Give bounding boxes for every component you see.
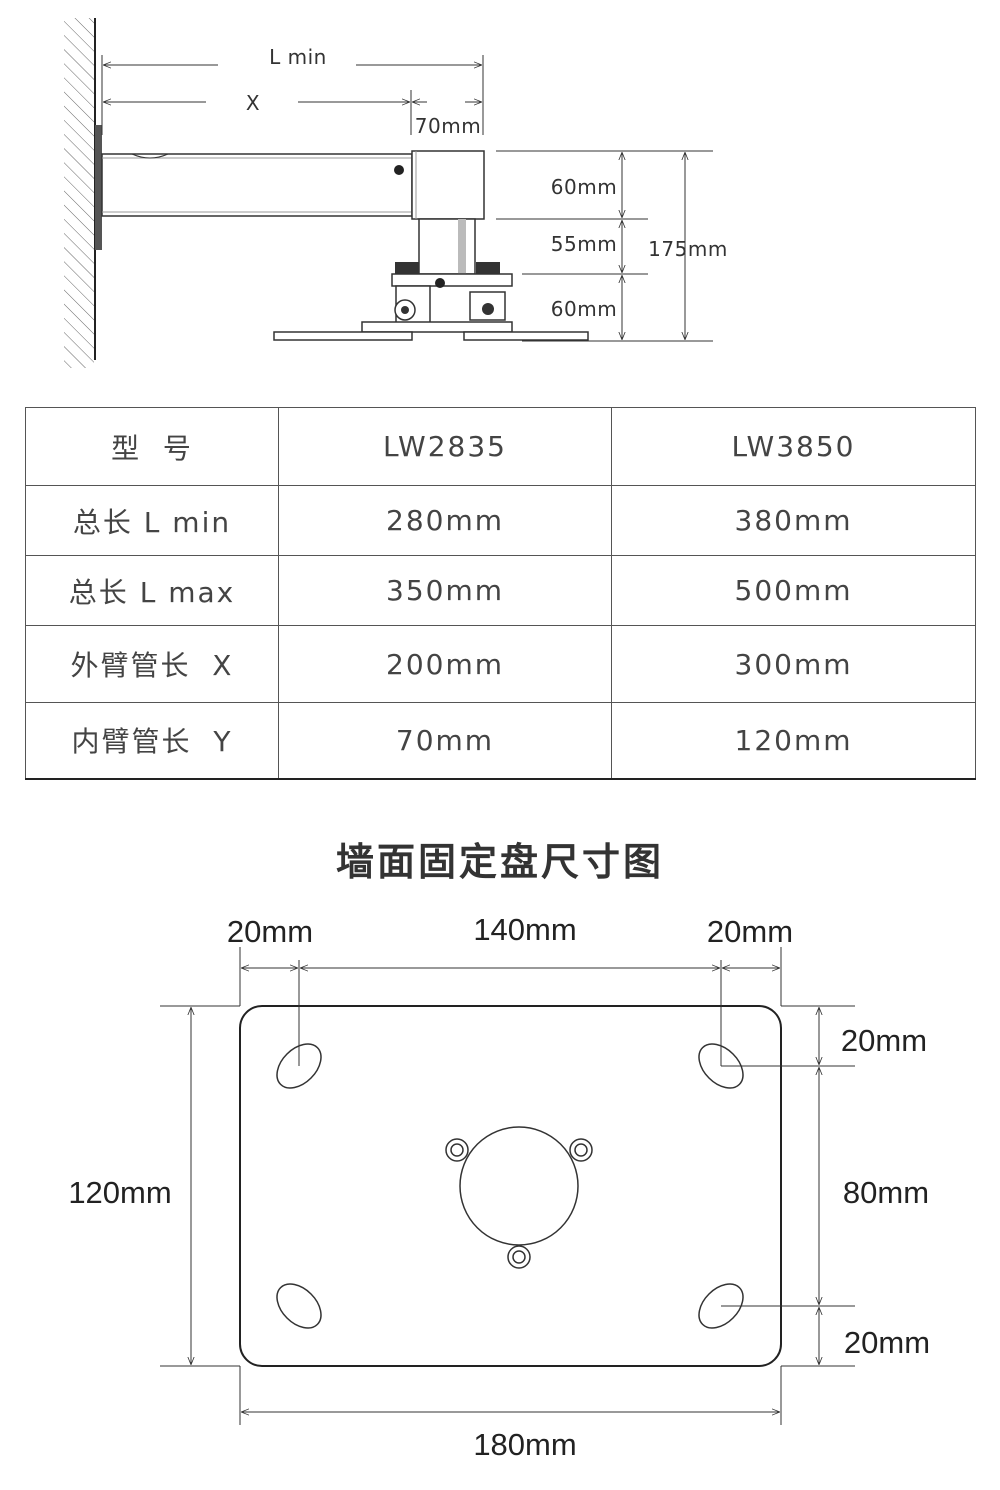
plate-bottom-width-label: 180mm (473, 1427, 576, 1462)
header-label-cell: 型 号 (25, 407, 279, 486)
table-row: 总长 L max 350mm 500mm (25, 555, 976, 626)
x-label: X (246, 91, 260, 115)
row-label-cell: 总长 L min (25, 485, 279, 556)
row-label-cell: 总长 L max (25, 555, 279, 626)
height-175-label: 175mm (648, 237, 728, 261)
head-block (411, 150, 485, 220)
center-hole (445, 1126, 593, 1269)
row-value-b-cell: 500mm (611, 555, 976, 626)
row-value-b-cell: 300mm (611, 625, 976, 703)
spec-table: 型 号 LW2835 LW3850 总长 L min 280mm 380mm 总… (25, 407, 976, 780)
wall (64, 18, 96, 368)
plate-right-top-label: 20mm (841, 1023, 927, 1058)
plate-right-bottom-label: 20mm (844, 1325, 930, 1360)
plate-top-center-label: 140mm (473, 912, 576, 947)
row-label-cell: 内臂管长 Y (25, 702, 279, 780)
projector-plate (273, 321, 589, 341)
plate-top-right-label: 20mm (707, 914, 793, 949)
table-row: 外臂管长 X 200mm 300mm (25, 625, 976, 703)
plate-top-left-label: 20mm (227, 914, 313, 949)
height-dimensions (496, 150, 713, 342)
height-60-top-label: 60mm (551, 175, 617, 199)
row-value-b-cell: 120mm (611, 702, 976, 780)
row-value-b-cell: 380mm (611, 485, 976, 556)
tilt-head (391, 262, 513, 325)
row-value-a-cell: 280mm (278, 485, 612, 556)
inner-arm-column (418, 218, 476, 275)
plate-right-middle-label: 80mm (843, 1175, 929, 1210)
header-model-a-cell: LW2835 (278, 407, 612, 486)
table-header-row: 型 号 LW2835 LW3850 (25, 407, 976, 486)
plate-diagram-title: 墙面固定盘尺寸图 (336, 840, 664, 884)
wall-plate (95, 125, 102, 250)
table-row: 总长 L min 280mm 380mm (25, 485, 976, 556)
row-value-a-cell: 200mm (278, 625, 612, 703)
plate-left-height-label: 120mm (68, 1175, 171, 1210)
row-value-a-cell: 70mm (278, 702, 612, 780)
row-value-a-cell: 350mm (278, 555, 612, 626)
lmin-dimension (101, 55, 484, 135)
height-55-label: 55mm (551, 232, 617, 256)
lmin-label: L min (269, 45, 327, 69)
header-model-b-cell: LW3850 (611, 407, 976, 486)
row-label-cell: 外臂管长 X (25, 625, 279, 703)
height-60-bottom-label: 60mm (551, 297, 617, 321)
plate-dimension-lines (160, 947, 855, 1425)
table-row: 内臂管长 Y 70mm 120mm (25, 702, 976, 780)
outer-arm-tube (101, 153, 413, 217)
offset-70-label: 70mm (415, 114, 481, 138)
